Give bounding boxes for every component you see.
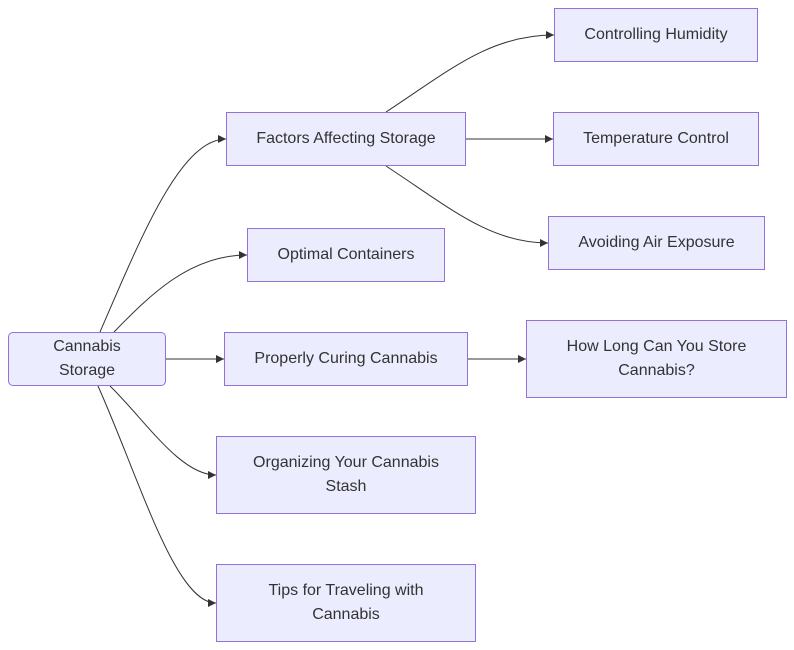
node-label: Cannabis Storage [53,338,121,379]
node-tips-traveling[interactable]: Tips for Traveling with Cannabis [216,564,476,642]
edge-root-factors [99,135,227,333]
node-label: Controlling Humidity [584,26,728,43]
node-label: Optimal Containers [277,246,415,263]
node-properly-curing-cannabis[interactable]: Properly Curing Cannabis [224,332,468,386]
edge-root-traveling [97,385,217,607]
node-optimal-containers[interactable]: Optimal Containers [247,228,445,282]
edge-factors-air [385,165,549,247]
edge-factors-humidity [385,31,555,113]
edge-root-containers [113,251,248,333]
edge-root-organizing [109,385,217,479]
node-label: Properly Curing Cannabis [254,350,438,367]
node-organizing-stash[interactable]: Organizing Your Cannabis Stash [216,436,476,514]
node-label: Organizing Your Cannabis Stash [253,454,439,495]
node-avoiding-air-exposure[interactable]: Avoiding Air Exposure [548,216,765,270]
node-temperature-control[interactable]: Temperature Control [553,112,759,166]
node-label: Temperature Control [583,130,729,147]
node-label: How Long Can You Store Cannabis? [566,338,747,379]
node-label: Factors Affecting Storage [256,130,436,147]
node-label: Tips for Traveling with Cannabis [268,582,424,623]
node-controlling-humidity[interactable]: Controlling Humidity [554,8,758,62]
node-cannabis-storage[interactable]: Cannabis Storage [8,332,166,386]
node-how-long-store[interactable]: How Long Can You Store Cannabis? [526,320,787,398]
node-label: Avoiding Air Exposure [578,234,735,251]
node-factors-affecting-storage[interactable]: Factors Affecting Storage [226,112,466,166]
